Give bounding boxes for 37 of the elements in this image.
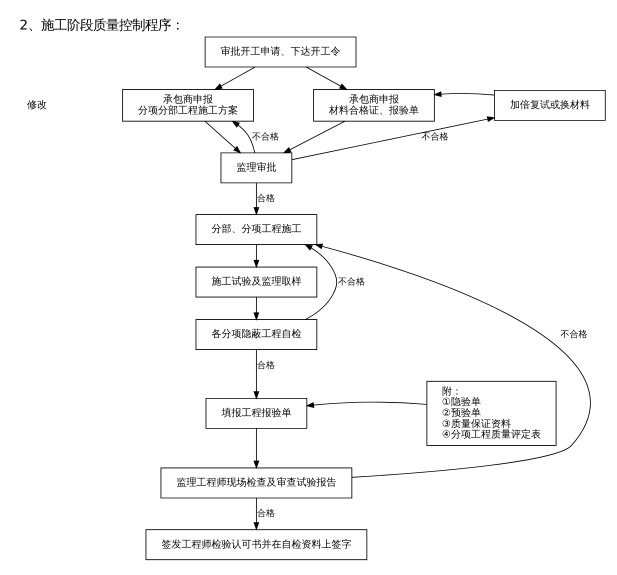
node-box: 监理工程师现场检查及审查试验报告	[160, 468, 352, 498]
arrow	[253, 182, 260, 216]
arrow	[231, 120, 256, 154]
arrow	[306, 66, 348, 90]
diagram-title: 2、施工阶段质量控制程序：	[20, 18, 184, 34]
arrow	[306, 402, 427, 408]
edge-label: 不合格	[560, 328, 588, 340]
arrow	[282, 120, 346, 154]
edge-label: 不合格	[338, 276, 365, 288]
node-box: 填报工程报验单	[206, 398, 308, 429]
node-box: 监理审批	[220, 152, 292, 184]
node-box: 承包商申报 材料合格证、报验单	[313, 89, 435, 122]
arrow	[433, 91, 495, 98]
arrow	[253, 498, 260, 531]
arrow	[314, 244, 591, 478]
arrow	[253, 428, 260, 470]
arrow	[304, 244, 338, 320]
node-box: 承包商申报 分项分部工程施工方案	[122, 89, 254, 122]
arrow	[253, 244, 260, 268]
node-box: 分部、分项工程施工	[196, 214, 318, 245]
arrow	[253, 350, 260, 400]
node-box: 审批开工申请、下达开工令	[204, 36, 356, 68]
arrow	[214, 66, 256, 90]
arrow	[253, 296, 260, 321]
node-box: 施工试验及监理取样	[196, 266, 318, 298]
node-box: 附： ①隐验单 ②预验单 ③质量保证资料 ④分项工程质量评定表	[426, 380, 556, 446]
node-box: 签发工程师检验认可书并在自检资料上签字	[146, 529, 368, 560]
edge-label: 不合格	[252, 131, 280, 142]
arrow	[291, 116, 496, 160]
edge-label: 合格	[256, 360, 275, 371]
label: 修改	[27, 100, 48, 111]
node-box: 加倍复试或换材料	[494, 90, 606, 121]
arrow	[204, 120, 242, 154]
node-box: 各分项隐蔽工程自检	[196, 319, 318, 350]
edge-label: 合格	[256, 508, 275, 520]
edge-label: 不合格	[421, 131, 448, 142]
edge-label: 合格	[256, 193, 275, 204]
